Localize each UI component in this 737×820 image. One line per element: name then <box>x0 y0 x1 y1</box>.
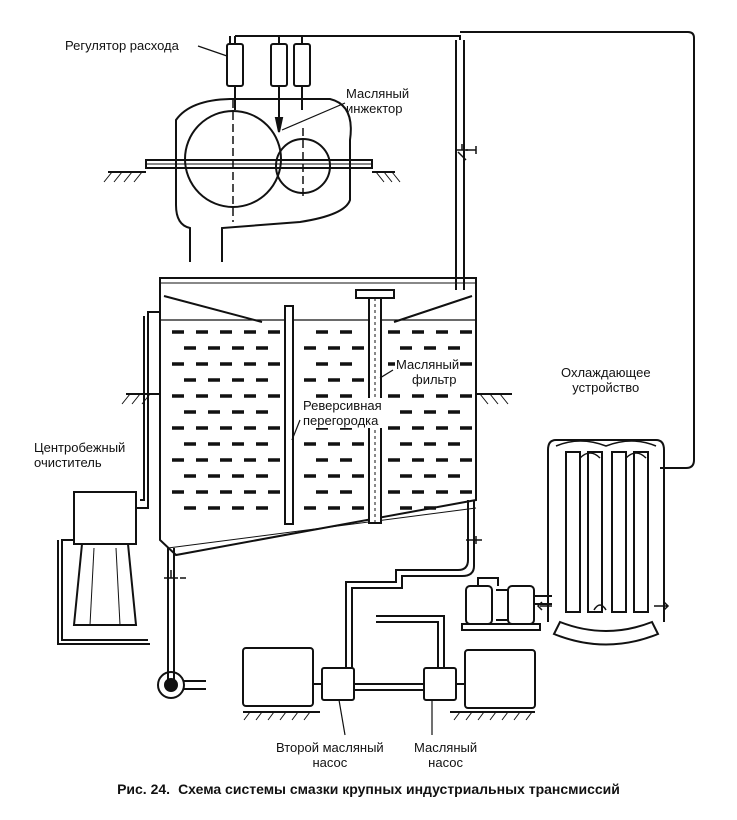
suction-pipes <box>345 500 482 668</box>
right-motor <box>464 649 536 709</box>
large-gear <box>184 110 282 208</box>
centrifugal-cleaner-label: Центробежный очиститель <box>34 440 126 470</box>
oil-pump <box>423 667 457 701</box>
reversing-baffle-label: Реверсивная перегородка <box>302 398 383 428</box>
left-motor <box>242 647 314 707</box>
oil-tank <box>121 277 512 557</box>
centrifugal-cleaner <box>57 311 160 645</box>
gearbox-housing <box>103 98 401 262</box>
filter-cartridges <box>461 577 552 631</box>
oil-injector-label: Масляный инжектор <box>346 86 410 116</box>
figure-caption: Рис. 24. Схема системы смазки крупных инд… <box>0 781 737 797</box>
cooling-device <box>536 439 670 646</box>
figure-number: Рис. 24. <box>117 781 171 797</box>
oil-level <box>172 330 472 510</box>
oil-filter-label: Масляный фильтр <box>395 357 461 387</box>
reversing-baffle <box>284 305 294 525</box>
second-oil-pump-label: Второй масляный насос <box>276 740 384 770</box>
drain-pump <box>157 671 185 699</box>
leader-lines <box>197 45 433 736</box>
oil-pump-label: Масляный насос <box>414 740 478 770</box>
second-oil-pump <box>321 667 355 701</box>
cooling-device-label: Охлаждающее устройство <box>561 365 651 395</box>
figure-caption-text: Схема системы смазки крупных индустриаль… <box>178 781 620 797</box>
drain-line <box>157 548 206 699</box>
flow-regulators <box>226 35 461 133</box>
feed-pipe <box>455 31 695 469</box>
pump-assembly <box>242 647 536 721</box>
flow-regulator-label: Регулятор расхода <box>64 38 180 53</box>
